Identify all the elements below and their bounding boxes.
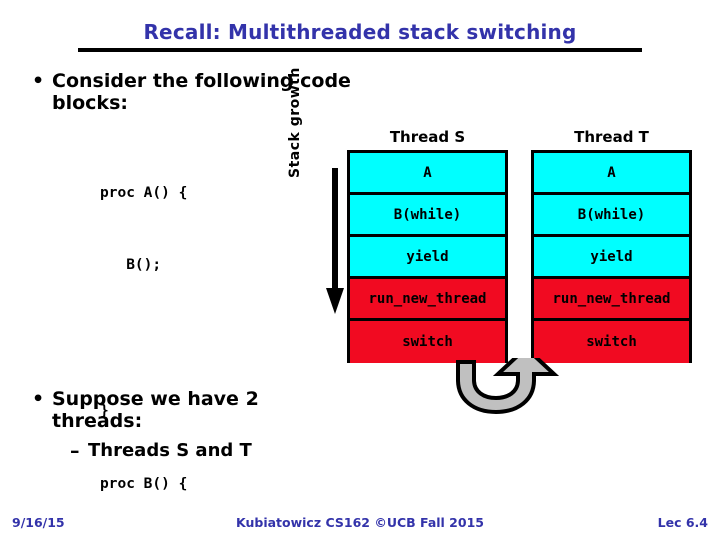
bullet-consider-code-blocks: • Consider the following code blocks: [32,70,352,114]
thread-s-stack: A B(while) yield run_new_thread switch [347,150,508,363]
context-switch-arrow-icon [456,358,560,414]
bullet-marker-icon: • [32,70,45,92]
stack-frame: yield [534,237,689,279]
stack-frame: A [534,153,689,195]
thread-t-stack: A B(while) yield run_new_thread switch [531,150,692,363]
code-line: proc A() { [100,184,188,201]
stack-frame: run_new_thread [350,279,505,321]
stack-frame: A [350,153,505,195]
title-divider [78,48,642,52]
subbullet-threads-s-and-t: – Threads S and T [70,440,388,462]
code-line: B(); [100,257,162,274]
bullet-text: Suppose we have 2 threads: [52,388,259,432]
stack-growth-down-arrow-icon [326,168,344,314]
dash-marker-icon: – [70,440,80,462]
stack-frame: switch [350,321,505,363]
stack-frame: run_new_thread [534,279,689,321]
stack-growth-label: Stack growth [287,67,303,178]
code-line: } [100,403,109,420]
stack-frame: B(while) [350,195,505,237]
bullet-marker-icon: • [32,388,45,410]
thread-t-header: Thread T [574,128,649,146]
footer-date: 9/16/15 [12,515,65,530]
bullet-text: Consider the following code blocks: [52,70,351,114]
page-title: Recall: Multithreaded stack switching [143,20,577,44]
stack-frame: B(while) [534,195,689,237]
footer-lecture-number: Lec 6.4 [657,515,708,530]
code-block: proc A() { B(); } proc B() { while(TRUE)… [100,132,240,540]
thread-s-header: Thread S [389,128,466,146]
footer-attribution: Kubiatowicz CS162 ©UCB Fall 2015 [236,515,484,530]
code-line: proc B() { [100,476,188,493]
stack-frame: switch [534,321,689,363]
code-line [100,326,240,350]
stack-frame: yield [350,237,505,279]
subbullet-text: Threads S and T [88,440,252,461]
bullet-suppose-two-threads: • Suppose we have 2 threads: [32,388,352,432]
